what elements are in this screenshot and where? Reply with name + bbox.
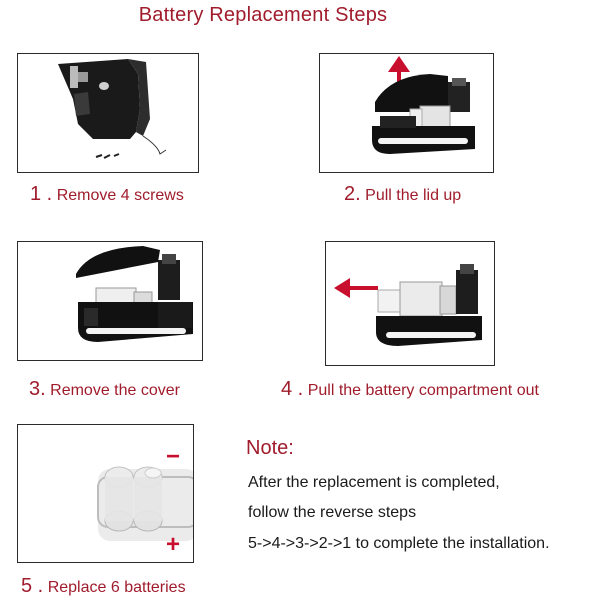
step-1-number: 1 .	[30, 183, 53, 205]
step-2-number: 2.	[344, 183, 361, 205]
lock-compartment-out-graphic	[334, 264, 482, 346]
step-2-photo	[319, 53, 494, 173]
step-1-text: Remove 4 screws	[56, 187, 184, 204]
note-title: Note:	[246, 437, 294, 459]
step-4-text: Pull the battery compartment out	[307, 382, 539, 399]
step-1-photo	[17, 53, 199, 173]
note-line-3: 5->4->3->2->1 to complete the installati…	[248, 535, 550, 552]
battery-minus-sign: −	[166, 443, 181, 470]
step-3-photo	[17, 241, 203, 361]
battery-stack-graphic	[97, 466, 193, 541]
lock-cover-removed-graphic	[76, 246, 193, 342]
page-title: Battery Replacement Steps	[138, 4, 388, 26]
step-3-caption: 3. Remove the cover	[29, 378, 180, 401]
step-5-number: 5 .	[21, 575, 44, 597]
step-3-number: 3.	[29, 378, 46, 400]
step-4-caption: 4 . Pull the battery compartment out	[281, 378, 539, 401]
step-4-number: 4 .	[281, 378, 304, 400]
step-5-photo: − +	[17, 424, 194, 563]
left-arrow-icon	[334, 278, 350, 298]
note-line-2: follow the reverse steps	[248, 504, 417, 521]
step-2-caption: 2. Pull the lid up	[344, 183, 461, 206]
step-4-photo	[325, 241, 495, 366]
lock-lid-up-graphic	[372, 56, 475, 154]
lock-closeup-graphic	[58, 59, 167, 159]
note-line-1: After the replacement is completed,	[248, 474, 500, 491]
step-3-text: Remove the cover	[50, 382, 180, 399]
step-1-caption: 1 . Remove 4 screws	[30, 183, 184, 206]
battery-plus-sign: +	[166, 531, 181, 558]
step-2-text: Pull the lid up	[365, 187, 462, 204]
step-5-text: Replace 6 batteries	[47, 579, 186, 596]
step-5-caption: 5 . Replace 6 batteries	[21, 575, 186, 598]
up-arrow-icon	[388, 56, 410, 72]
